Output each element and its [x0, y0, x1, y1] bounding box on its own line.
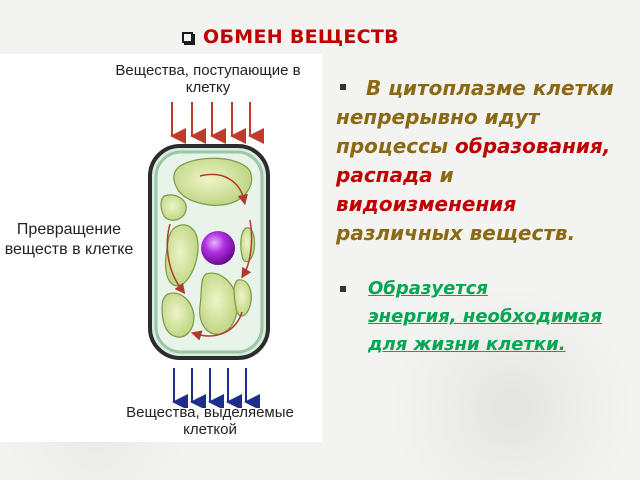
nucleus: [201, 231, 235, 265]
label-substance-transformation: Превращение веществ в клетке: [4, 221, 134, 258]
para1-suffix: различных веществ.: [336, 221, 576, 245]
outgoing-arrows: [172, 368, 260, 408]
paragraph-energy: Образуется энергия, необходимая для жизн…: [340, 275, 636, 359]
para1-mid: и: [432, 163, 454, 187]
label-incoming-substances: Вещества, поступающие в клетку: [115, 62, 301, 96]
checkbox-bullet-icon: [182, 31, 193, 43]
para1-highlight-modification: видоизменения: [336, 192, 517, 216]
plant-cell-diagram: [148, 102, 270, 408]
para1-highlight-formation-breakdown: образования, распада: [336, 134, 611, 187]
label-outgoing-substances: Вещества, выделяемые клеткой: [126, 404, 294, 438]
incoming-arrows: [170, 102, 264, 144]
square-bullet-icon: [340, 286, 346, 292]
slide-title: ОБМЕН ВЕЩЕСТВ: [182, 26, 399, 48]
slide-title-text: ОБМЕН ВЕЩЕСТВ: [203, 26, 399, 48]
paragraph-cytoplasm-processes: В цитоплазме клетки непрерывно идут проц…: [336, 74, 636, 248]
chloroplasts: [160, 157, 256, 338]
para1-prefix: В цитоплазме клетки непрерывно идут проц…: [336, 76, 614, 158]
square-bullet-icon: [340, 83, 346, 90]
para2-line1: Образуется: [368, 278, 488, 299]
cytoplasm-flow-arrows: [166, 173, 253, 341]
para2-rest: энергия, необходимая для жизни клетки.: [368, 306, 602, 355]
